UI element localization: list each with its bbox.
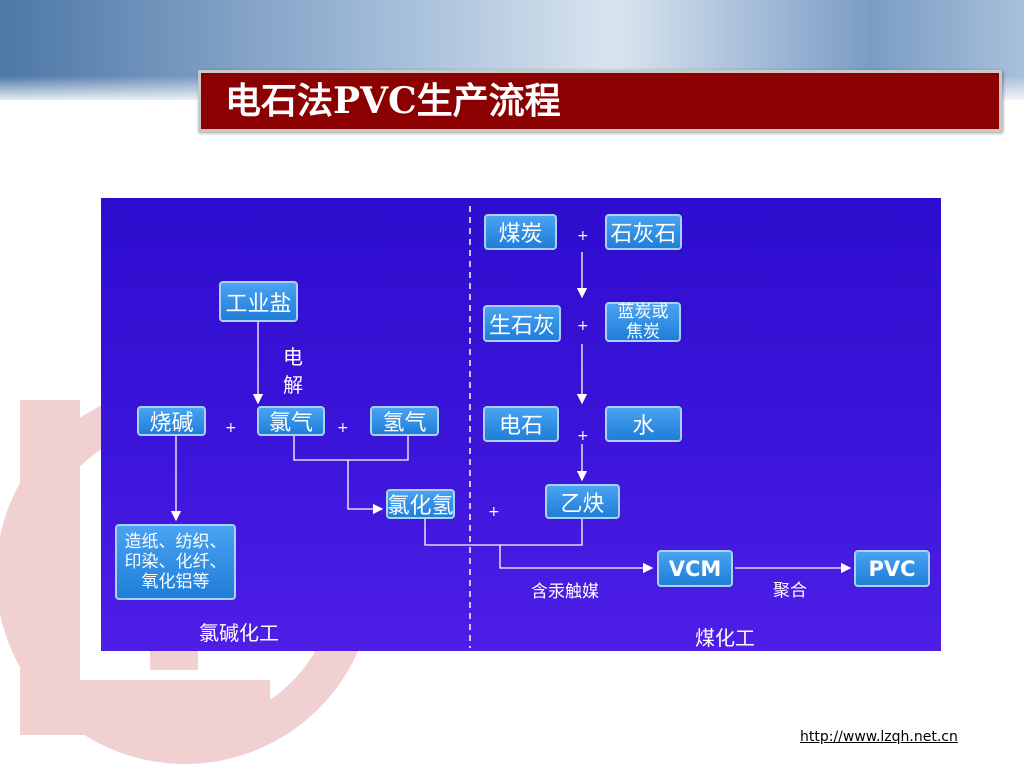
line-chlorine-hydrogen-merge bbox=[293, 436, 409, 461]
title-bar: 电石法PVC生产流程 bbox=[198, 70, 1002, 132]
node-water: 水 bbox=[605, 406, 682, 442]
section-label-coal-chemical: 煤化工 bbox=[695, 626, 755, 650]
node-industrial-salt: 工业盐 bbox=[219, 281, 298, 322]
node-limestone: 石灰石 bbox=[605, 214, 682, 250]
node-hydrogen-chloride: 氯化氢 bbox=[386, 489, 455, 519]
node-hydrogen: 氢气 bbox=[370, 406, 439, 436]
plus-sign-carbide-water: + bbox=[577, 428, 589, 444]
node-chlorine: 氯气 bbox=[257, 406, 325, 436]
plus-sign-chlorine-hydrogen: + bbox=[337, 420, 349, 436]
plus-sign-lime-coke: + bbox=[577, 318, 589, 334]
node-acetylene: 乙炔 bbox=[545, 484, 620, 519]
node-caustic-soda: 烧碱 bbox=[137, 406, 206, 436]
node-vcm: VCM bbox=[657, 550, 733, 587]
process-diagram: 工业盐 烧碱 氯气 氢气 氯化氢 造纸、纺织、印染、化纤、氧化铝等 煤炭 石灰石… bbox=[101, 198, 941, 651]
label-electrolysis: 电解 bbox=[283, 345, 303, 397]
connector-lines bbox=[170, 206, 852, 648]
plus-sign-hcl-acetylene: + bbox=[488, 504, 500, 520]
node-downstream-products: 造纸、纺织、印染、化纤、氧化铝等 bbox=[115, 524, 236, 600]
plus-sign-coal-limestone: + bbox=[577, 228, 589, 244]
label-polymerization: 聚合 bbox=[773, 581, 807, 601]
slide-title: 电石法PVC生产流程 bbox=[225, 80, 561, 122]
node-semi-coke: 蓝炭或焦炭 bbox=[605, 302, 681, 342]
label-catalyst: 含汞触媒 bbox=[531, 582, 599, 602]
node-coal: 煤炭 bbox=[484, 214, 557, 250]
node-pvc: PVC bbox=[854, 550, 930, 587]
plus-sign-caustic-chlorine: + bbox=[225, 420, 237, 436]
node-calcium-carbide: 电石 bbox=[483, 406, 559, 442]
footer-url-link[interactable]: http://www.lzqh.net.cn bbox=[800, 729, 958, 745]
arrow-to-vcm bbox=[499, 545, 654, 574]
node-quicklime: 生石灰 bbox=[483, 305, 561, 342]
arrow-to-hcl bbox=[347, 460, 384, 515]
section-label-chlor-alkali: 氯碱化工 bbox=[199, 621, 279, 645]
line-hcl-acetylene-merge bbox=[424, 519, 583, 546]
